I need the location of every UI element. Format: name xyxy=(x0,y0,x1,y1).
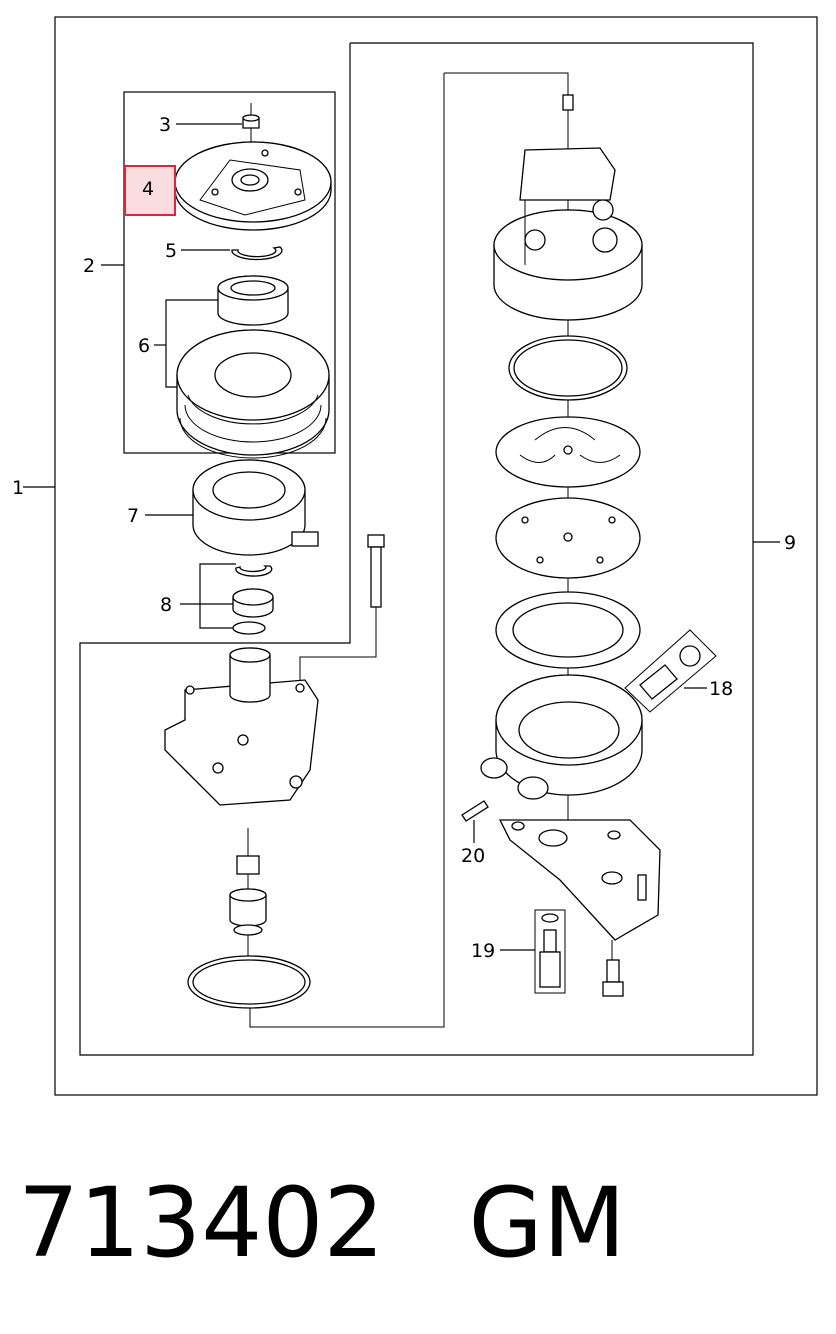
pulley-part-6 xyxy=(176,275,330,459)
shaft-seal-part-8 xyxy=(232,565,274,635)
part-number: 713402 xyxy=(18,1167,385,1279)
inner-path-frame-left xyxy=(249,73,445,1028)
switch-part-18 xyxy=(624,629,717,713)
callout-7: 7 xyxy=(127,505,139,527)
through-bolt xyxy=(299,534,385,685)
snap-ring-part-5 xyxy=(231,246,283,261)
exploded-parts-diagram: 1 2 3 4 5 6 7 8 9 18 19 20 xyxy=(12,16,818,1096)
stud-part-20 xyxy=(461,800,489,822)
callout-18: 18 xyxy=(709,678,733,700)
callout-8: 8 xyxy=(160,594,172,616)
shaft-seal-lower xyxy=(187,828,311,1009)
inner-path-frame xyxy=(444,72,569,95)
brand-name: GM xyxy=(468,1167,626,1279)
callout-6: 6 xyxy=(138,335,150,357)
armature-plate-part-4 xyxy=(174,141,332,231)
leader-8 xyxy=(199,563,236,629)
callout-4[interactable]: 4 xyxy=(142,178,154,200)
callout-5: 5 xyxy=(165,240,177,262)
callout-19: 19 xyxy=(471,940,495,962)
gasket-plate xyxy=(495,591,641,669)
front-head-housing xyxy=(164,647,319,806)
field-coil-part-7 xyxy=(192,459,319,556)
valve-part-19 xyxy=(534,909,566,994)
selected-part-highlight[interactable] xyxy=(124,165,176,216)
callout-3: 3 xyxy=(159,114,171,136)
callout-1: 1 xyxy=(12,477,24,499)
valve-plate-lower xyxy=(495,497,641,579)
callout-9: 9 xyxy=(784,532,796,554)
callout-20: 20 xyxy=(461,845,485,867)
rear-housing xyxy=(480,674,643,800)
nut-part-3 xyxy=(242,103,260,178)
rear-head-assembly xyxy=(493,94,643,830)
part-number-caption: 713402 GM xyxy=(18,1168,626,1278)
assembly-frame-9 xyxy=(79,42,754,1056)
assembly-frame-1 xyxy=(54,16,818,1096)
valve-plate-upper xyxy=(495,416,641,488)
mounting-bracket xyxy=(498,819,661,941)
o-ring-rear xyxy=(508,335,628,401)
callout-2: 2 xyxy=(83,255,95,277)
bracket-bolt xyxy=(602,940,624,997)
